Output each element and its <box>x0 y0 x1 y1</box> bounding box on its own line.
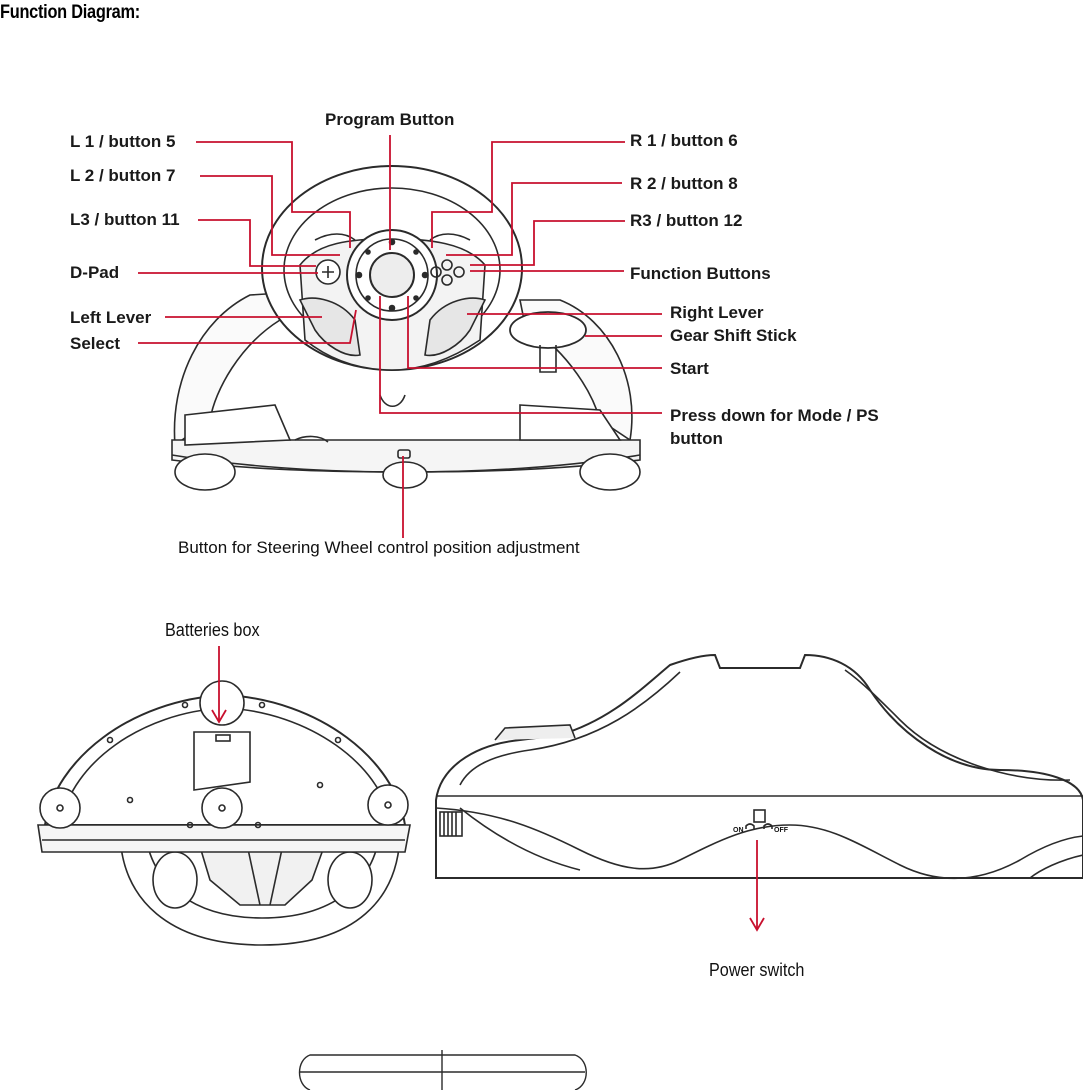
r2-label: R 2 / button 8 <box>630 174 738 194</box>
cropped-part-outline <box>300 1050 587 1090</box>
right-lever-label: Right Lever <box>670 303 764 323</box>
left-lever-label: Left Lever <box>70 308 151 328</box>
mode-ps-label-line1: Press down for Mode / PS <box>670 406 879 426</box>
start-label: Start <box>670 359 709 379</box>
wheel-side-view <box>436 655 1083 878</box>
select-label: Select <box>70 334 120 354</box>
l1-label: L 1 / button 5 <box>70 132 175 152</box>
l3-label: L3 / button 11 <box>70 210 180 230</box>
r1-label: R 1 / button 6 <box>630 131 738 151</box>
power-switch-label: Power switch <box>709 959 804 981</box>
steering-adjust-label: Button for Steering Wheel control positi… <box>178 538 580 558</box>
dpad-label: D-Pad <box>70 263 119 283</box>
mode-ps-label-line2: button <box>670 429 723 449</box>
program-button-label: Program Button <box>325 110 454 130</box>
function-buttons-label: Function Buttons <box>630 264 771 284</box>
switch-off-label: OFF <box>774 827 789 834</box>
switch-on-label: ON <box>733 827 744 834</box>
l2-label: L 2 / button 7 <box>70 166 175 186</box>
gear-shift-stick-label: Gear Shift Stick <box>670 326 797 346</box>
wheel-top-view <box>172 166 640 490</box>
wheel-bottom-view <box>38 681 410 945</box>
r3-label: R3 / button 12 <box>630 211 742 231</box>
batteries-box-label: Batteries box <box>165 619 260 641</box>
